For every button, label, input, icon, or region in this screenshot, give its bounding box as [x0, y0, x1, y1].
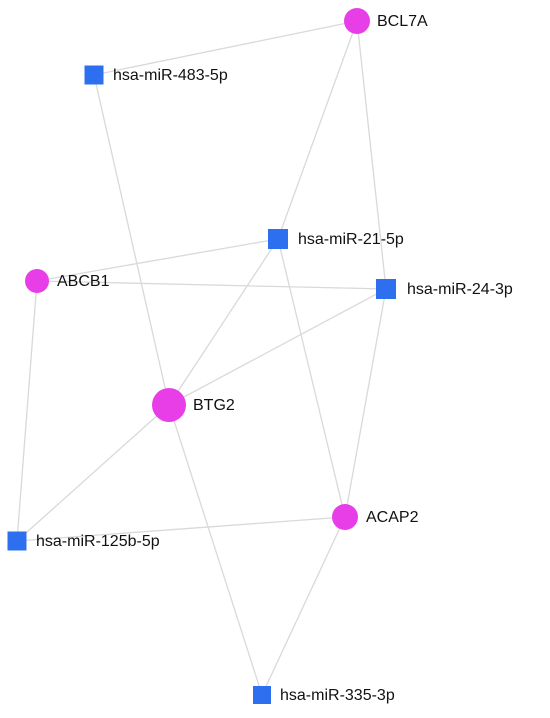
- edge-acap2-hsa-mir-335-3p: [261, 516, 346, 696]
- mirna-node-square[interactable]: [253, 686, 271, 704]
- node-hsa-mir-24-3p[interactable]: hsa-miR-24-3p: [376, 279, 513, 299]
- mirna-node-square[interactable]: [7, 531, 27, 551]
- edge-hsa-mir-24-3p-acap2: [344, 288, 387, 518]
- node-label: ACAP2: [366, 509, 419, 526]
- edge-bcl7a-hsa-mir-483-5p: [93, 20, 358, 76]
- gene-node-circle[interactable]: [344, 8, 370, 34]
- edge-hsa-mir-24-3p-btg2: [168, 288, 387, 406]
- edge-acap2-hsa-mir-125b-5p: [16, 516, 346, 542]
- node-label: hsa-miR-335-3p: [280, 687, 395, 704]
- edge-abcb1-hsa-mir-125b-5p: [16, 280, 38, 542]
- mirna-node-square[interactable]: [268, 229, 288, 249]
- edge-abcb1-hsa-mir-24-3p: [36, 280, 387, 290]
- gene-node-circle[interactable]: [152, 388, 186, 422]
- node-hsa-mir-125b-5p[interactable]: hsa-miR-125b-5p: [7, 531, 160, 551]
- node-label: BCL7A: [377, 13, 428, 30]
- edge-btg2-hsa-mir-125b-5p: [16, 404, 170, 542]
- node-label: hsa-miR-24-3p: [407, 281, 513, 298]
- edge-bcl7a-hsa-mir-21-5p: [277, 20, 358, 240]
- edge-bcl7a-hsa-mir-24-3p: [356, 20, 387, 290]
- gene-node-circle[interactable]: [332, 504, 358, 530]
- node-bcl7a[interactable]: BCL7A: [344, 8, 428, 34]
- node-hsa-mir-335-3p[interactable]: hsa-miR-335-3p: [253, 686, 395, 704]
- node-label: hsa-miR-125b-5p: [36, 533, 160, 550]
- node-hsa-mir-21-5p[interactable]: hsa-miR-21-5p: [268, 229, 404, 249]
- mirna-node-square[interactable]: [376, 279, 396, 299]
- node-label: hsa-miR-483-5p: [113, 67, 228, 84]
- node-label: BTG2: [193, 397, 235, 414]
- edge-btg2-hsa-mir-335-3p: [168, 404, 263, 696]
- node-acap2[interactable]: ACAP2: [332, 504, 419, 530]
- node-abcb1[interactable]: ABCB1: [25, 269, 110, 293]
- gene-node-circle[interactable]: [25, 269, 49, 293]
- node-label: hsa-miR-21-5p: [298, 231, 404, 248]
- node-hsa-mir-483-5p[interactable]: hsa-miR-483-5p: [84, 65, 228, 85]
- edge-layer: [16, 20, 387, 696]
- edge-hsa-mir-21-5p-btg2: [168, 238, 279, 406]
- edge-hsa-mir-21-5p-abcb1: [36, 238, 279, 282]
- mirna-node-square[interactable]: [84, 65, 104, 85]
- node-btg2[interactable]: BTG2: [152, 388, 235, 422]
- edge-hsa-mir-483-5p-btg2: [93, 74, 170, 406]
- node-label: ABCB1: [57, 273, 110, 290]
- edge-hsa-mir-21-5p-acap2: [277, 238, 346, 518]
